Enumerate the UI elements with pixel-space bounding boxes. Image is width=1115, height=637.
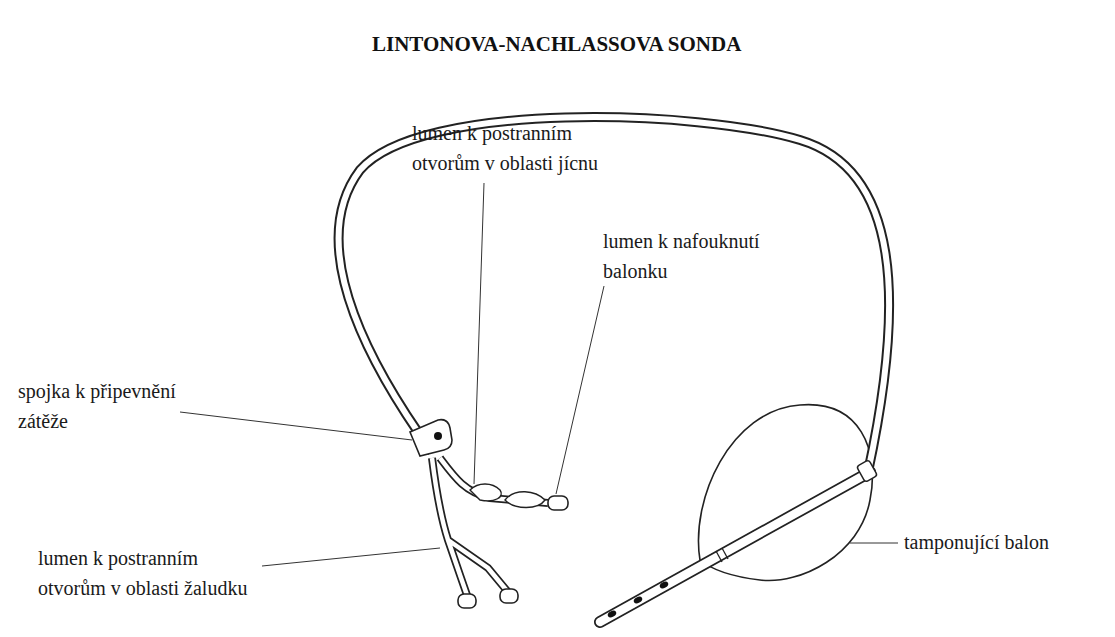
tube-inner [339, 117, 890, 472]
part-label: spojka k připevnění zátěže [18, 376, 208, 436]
gastric-lumen-cap [458, 594, 476, 608]
weight-tab [410, 420, 452, 456]
title: LINTONOVA-NACHLASSOVA SONDA [372, 32, 741, 57]
collar [857, 460, 878, 483]
part-label: tamponující balon [904, 527, 1104, 557]
part-label: lumen k postranním otvorům v oblasti jíc… [412, 118, 634, 178]
side-hole [607, 609, 618, 619]
part-label: lumen k nafouknutí balonku [603, 226, 788, 286]
tube-outer [339, 117, 890, 472]
branch-lower [432, 458, 508, 598]
leader-lines [180, 183, 898, 566]
part-label: lumen k postranním otvorům v oblasti žal… [38, 543, 260, 603]
tube-tip [600, 472, 870, 622]
balloon-lumen-cap [548, 496, 568, 510]
